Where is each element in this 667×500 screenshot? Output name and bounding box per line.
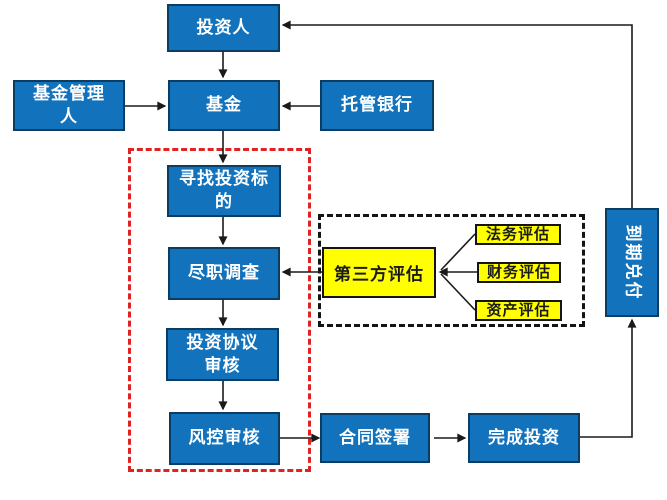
node-complete-investment: 完成投资 <box>468 413 580 463</box>
node-fund-manager: 基金管理人 <box>13 80 125 131</box>
node-maturity-payment: 到期兑付 <box>605 208 659 317</box>
node-agreement-review: 投资协议审核 <box>166 328 279 381</box>
node-asset-eval: 资产评估 <box>475 300 562 321</box>
node-agreement-review-label: 投资协议审核 <box>186 332 259 375</box>
node-contract-signing-label: 合同签署 <box>339 427 411 447</box>
node-legal-eval-label: 法务评估 <box>485 226 550 243</box>
node-custodian-bank: 托管银行 <box>320 80 434 131</box>
internal-process-group-outline <box>128 148 311 472</box>
node-financial-eval-label: 财务评估 <box>486 264 551 281</box>
line-legal-to-thirdparty <box>440 233 476 271</box>
node-investor-label: 投资人 <box>196 17 251 37</box>
node-risk-review: 风控审核 <box>169 412 280 465</box>
node-financial-eval: 财务评估 <box>477 262 561 283</box>
node-fund: 基金 <box>168 80 280 131</box>
third-party-eval-group-outline <box>318 214 585 327</box>
node-risk-review-label: 风控审核 <box>188 428 261 448</box>
node-fund-manager-label: 基金管理人 <box>33 83 105 126</box>
node-third-party-eval: 第三方评估 <box>322 247 436 298</box>
node-complete-investment-label: 完成投资 <box>488 427 560 447</box>
node-asset-eval-label: 资产评估 <box>486 302 551 319</box>
arrow-complete-to-maturity <box>580 318 637 438</box>
node-find-targets: 寻找投资标的 <box>167 165 281 217</box>
node-due-diligence-label: 尽职调查 <box>188 263 260 283</box>
node-legal-eval: 法务评估 <box>475 224 561 245</box>
node-find-targets-label: 寻找投资标的 <box>179 169 269 211</box>
node-investor: 投资人 <box>167 4 280 52</box>
node-contract-signing: 合同签署 <box>320 413 430 463</box>
line-asset-to-thirdparty <box>440 273 476 311</box>
node-due-diligence: 尽职调查 <box>168 247 280 300</box>
arrow-maturity-to-investor <box>281 20 633 208</box>
node-third-party-eval-label: 第三方评估 <box>334 265 424 284</box>
node-fund-label: 基金 <box>206 95 242 115</box>
node-custodian-bank-label: 托管银行 <box>341 95 413 115</box>
node-maturity-payment-label: 到期兑付 <box>623 224 643 301</box>
